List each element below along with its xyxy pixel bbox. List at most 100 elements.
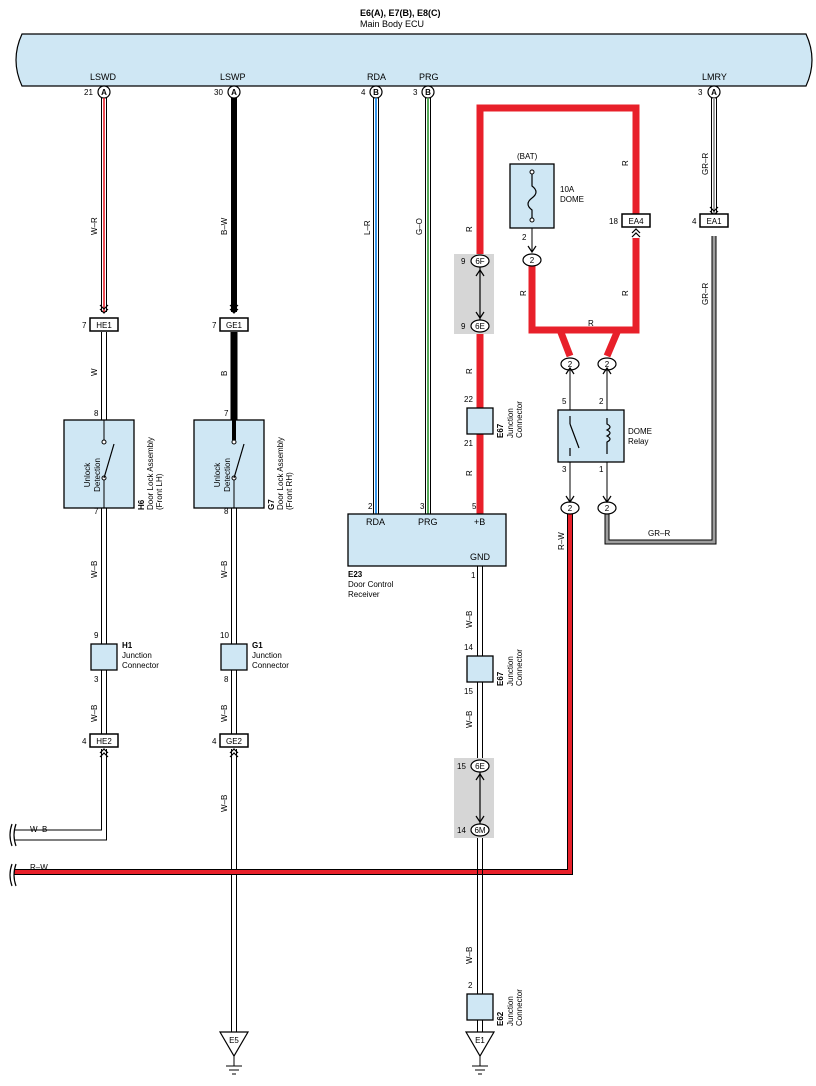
dome-relay: DOME Relay 5 2 3 1 bbox=[557, 366, 652, 504]
ecu-pin-prg-num: 3 bbox=[413, 88, 418, 97]
h6-pin-top: 8 bbox=[94, 409, 99, 418]
e67a-junction: 22 21 E67 Junction Connector bbox=[464, 395, 524, 448]
fuse-pin: 2 bbox=[522, 233, 527, 242]
e23-prg: PRG bbox=[418, 517, 438, 527]
label-wb6: W–B bbox=[465, 611, 474, 628]
label-prg: G–O bbox=[415, 218, 424, 235]
label-rw-relay: R–W bbox=[557, 532, 566, 550]
e23-pin-b: 5 bbox=[472, 502, 477, 511]
wire-breaks-left bbox=[9, 823, 17, 887]
g7-id: G7 bbox=[267, 499, 276, 510]
splice-6f-6e: 6F 9 6E 9 bbox=[454, 254, 494, 334]
connector-6e-pin: 9 bbox=[461, 322, 466, 331]
fuse-name: DOME bbox=[560, 195, 584, 204]
e23-gnd: GND bbox=[470, 552, 491, 562]
connector-ge2-label: GE2 bbox=[226, 737, 243, 746]
h6-name: Door Lock Assembly bbox=[146, 437, 155, 510]
label-r6: R bbox=[519, 290, 528, 296]
h1-id: H1 bbox=[122, 641, 133, 650]
g1-id: G1 bbox=[252, 641, 263, 650]
connector-6e2-label: 6E bbox=[475, 762, 485, 771]
g7-sub: (Front RH) bbox=[285, 472, 294, 510]
label-wb3: W–B bbox=[90, 705, 99, 722]
oval-1: 2 bbox=[530, 256, 535, 265]
fuse-rating: 10A bbox=[560, 185, 575, 194]
g1-pin-top: 10 bbox=[220, 631, 229, 640]
g1-junction: 10 8 G1 Junction Connector bbox=[220, 631, 289, 734]
ecu-pin-rda-name: RDA bbox=[367, 72, 386, 82]
ecu-pin-lmry-name: LMRY bbox=[702, 72, 727, 82]
e23-name2: Receiver bbox=[348, 590, 380, 599]
connector-ge2: GE2 4 bbox=[212, 733, 249, 748]
e67a-id: E67 bbox=[496, 423, 505, 438]
g1-pin-bot: 8 bbox=[224, 675, 229, 684]
label-r1: R bbox=[465, 226, 474, 232]
connector-6m-label: 6M bbox=[474, 826, 485, 835]
e23-id: E23 bbox=[348, 570, 363, 579]
h1-name1: Junction bbox=[122, 651, 152, 660]
connector-ge1: GE1 7 bbox=[212, 317, 249, 332]
h1-junction: 9 3 H1 Junction Connector bbox=[90, 631, 159, 734]
relay-name2: Relay bbox=[628, 437, 648, 446]
h6-pin-bot: 7 bbox=[94, 507, 99, 516]
e67b-name2: Connector bbox=[515, 649, 524, 686]
e23-pin-rda: 2 bbox=[368, 502, 373, 511]
e62-id: E62 bbox=[496, 1011, 505, 1026]
wire-g7-lower bbox=[231, 508, 237, 644]
connector-ea4-pin: 18 bbox=[609, 217, 618, 226]
label-lmry-bottom: GR–R bbox=[648, 529, 670, 538]
ecu-name: Main Body ECU bbox=[360, 19, 424, 29]
ground-e1: E1 bbox=[464, 1031, 496, 1075]
splice-6e-6m: 6E 15 6M 14 bbox=[454, 758, 494, 838]
label-wb2: W–B bbox=[220, 561, 229, 578]
label-lswd: W–R bbox=[90, 217, 99, 235]
ecu-pin-lswd-num: 21 bbox=[84, 88, 93, 97]
label-r3: R bbox=[465, 470, 474, 476]
oval-2: 2 bbox=[568, 360, 573, 369]
ecu-pin-lswd-conn: A bbox=[101, 88, 107, 97]
connector-he2: HE2 4 bbox=[82, 733, 119, 748]
g7-inner2: Detection bbox=[223, 458, 232, 492]
e67b-junction: 14 15 E67 Junction Connector bbox=[464, 643, 524, 696]
ecu-pin-lswp-num: 30 bbox=[214, 88, 223, 97]
connector-he1-label: HE1 bbox=[96, 321, 112, 330]
label-r2: R bbox=[465, 368, 474, 374]
label-wb1: W–B bbox=[90, 561, 99, 578]
h6-inner1: Unlock bbox=[83, 462, 92, 487]
connector-ge1-pin: 7 bbox=[212, 321, 217, 330]
connector-6m-pin: 14 bbox=[457, 826, 466, 835]
label-r5: R bbox=[621, 290, 630, 296]
label-lmry-lower: GR–R bbox=[701, 283, 710, 305]
connector-ea4-label: EA4 bbox=[628, 217, 644, 226]
e62-pin-top: 2 bbox=[468, 981, 473, 990]
h6-door-lock: 8 7 Unlock Detection H6 Door Lock Assemb… bbox=[63, 409, 164, 516]
ecu-pin-lswp-conn: A bbox=[231, 88, 237, 97]
connector-ge2-pin: 4 bbox=[212, 737, 217, 746]
relay-pin3: 3 bbox=[562, 465, 567, 474]
wire-prg bbox=[425, 98, 431, 514]
connector-he1: HE1 7 bbox=[82, 317, 119, 332]
connector-he1-pin: 7 bbox=[82, 321, 87, 330]
oval-5: 2 bbox=[605, 504, 610, 513]
oval-4: 2 bbox=[568, 504, 573, 513]
wire-h6-lower bbox=[101, 508, 107, 644]
e67a-name1: Junction bbox=[506, 408, 515, 438]
label-r7: R bbox=[588, 319, 594, 328]
main-body-ecu: E6(A), E7(B), E8(C) Main Body ECU LSWD L… bbox=[15, 8, 813, 87]
h6-sub: (Front LH) bbox=[155, 473, 164, 510]
ground-e5: E5 bbox=[218, 1031, 250, 1075]
g1-name1: Junction bbox=[252, 651, 282, 660]
e67b-id: E67 bbox=[496, 671, 505, 686]
g1-name2: Connector bbox=[252, 661, 289, 670]
relay-pin2: 2 bbox=[599, 397, 604, 406]
ground-e5-label: E5 bbox=[229, 1036, 239, 1045]
battery-fuse: (BAT) 10A DOME 2 bbox=[509, 152, 584, 254]
connector-ea1-pin: 4 bbox=[692, 217, 697, 226]
g7-pin-bot: 8 bbox=[224, 507, 229, 516]
h1-pin-top: 9 bbox=[94, 631, 99, 640]
connector-ea1-label: EA1 bbox=[706, 217, 722, 226]
ecu-id: E6(A), E7(B), E8(C) bbox=[360, 8, 441, 18]
oval-connectors: 2 2 2 2 2 bbox=[522, 253, 617, 515]
ecu-pin-lswd: A 21 bbox=[84, 85, 111, 99]
